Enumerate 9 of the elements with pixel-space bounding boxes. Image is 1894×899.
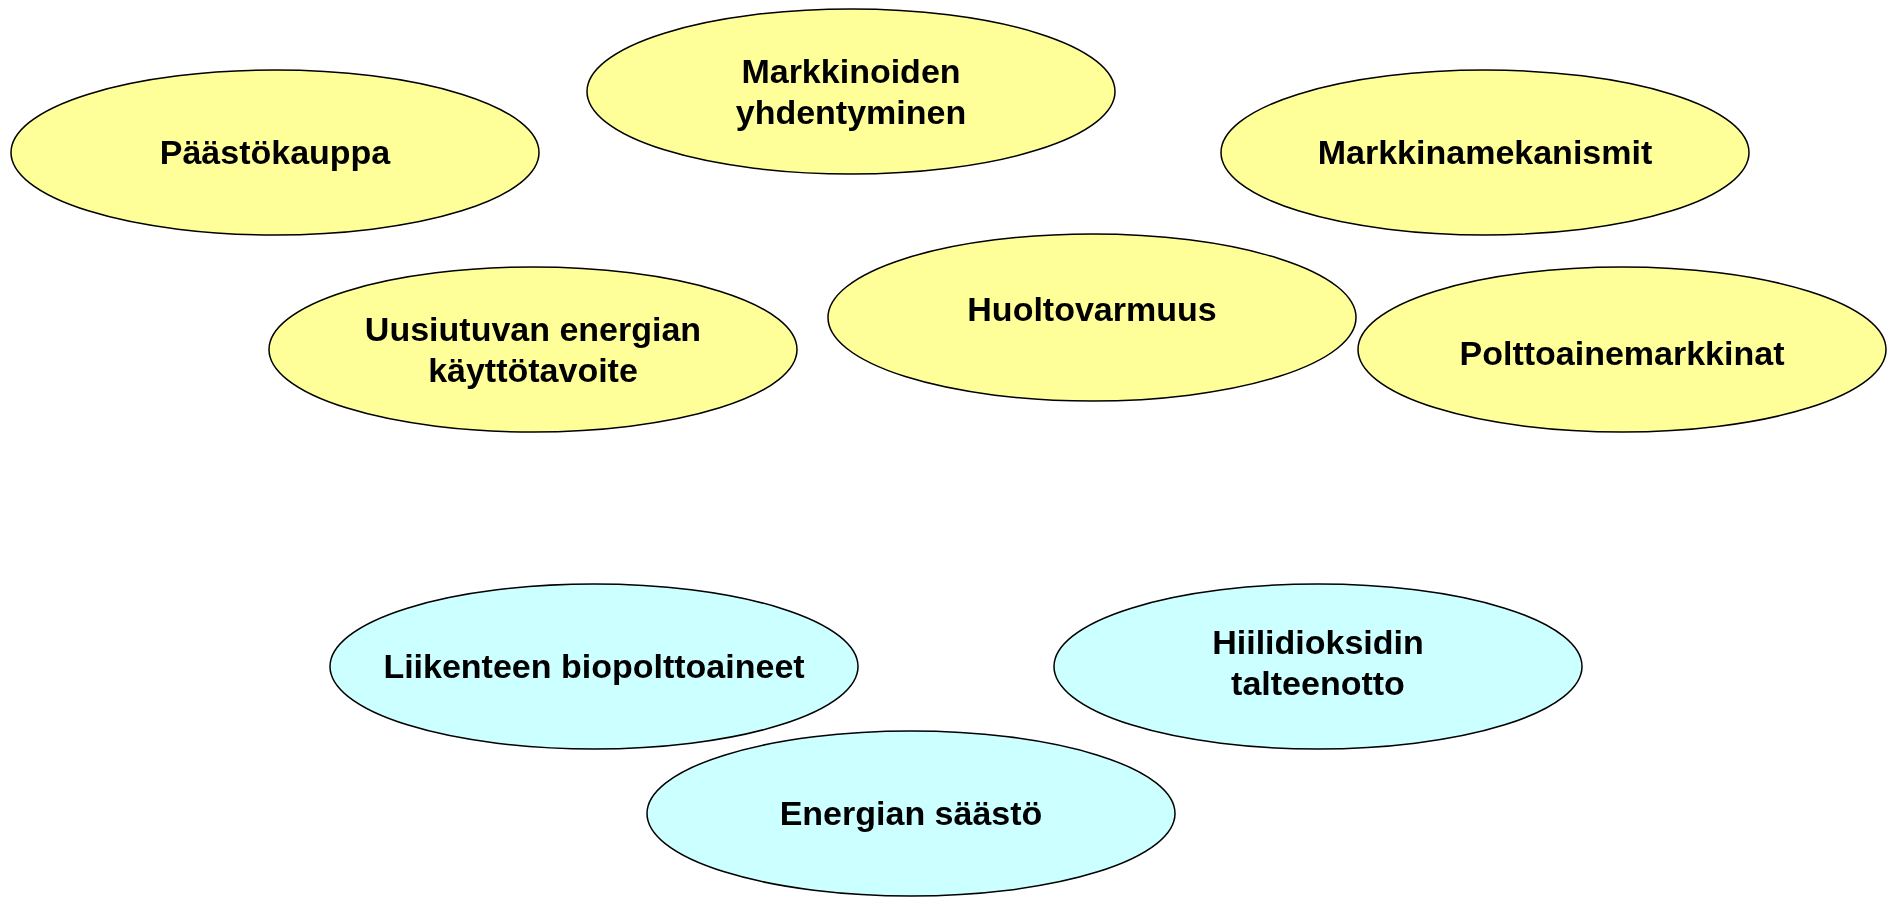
node-label: Uusiutuvan energian käyttötavoite	[363, 308, 703, 391]
node-label: Energian säästö	[778, 793, 1044, 834]
node-label: Polttoainemarkkinat	[1458, 333, 1786, 374]
node-label: Hiilidioksidin talteenotto	[1211, 621, 1425, 704]
node-label: Huoltovarmuus	[966, 289, 1218, 330]
node-label: Liikenteen biopolttoaineet	[382, 646, 806, 687]
node-label: Markkinamekanismit	[1316, 132, 1654, 173]
node-label: Päästökauppa	[158, 132, 392, 173]
node-label: Markkinoiden yhdentyminen	[734, 50, 968, 133]
